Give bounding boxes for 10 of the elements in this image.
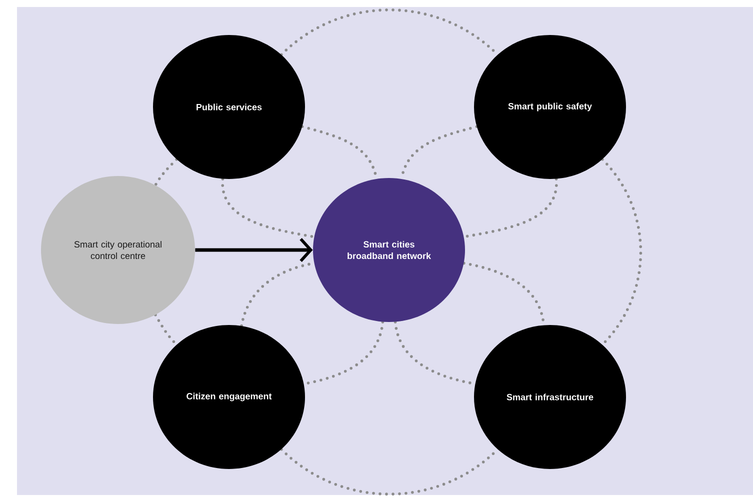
circle-node: Smart infrastructure	[474, 325, 626, 469]
dotted-connector	[601, 158, 642, 346]
arrow	[195, 238, 313, 262]
dotted-connector	[221, 178, 316, 238]
dotted-connector	[154, 158, 178, 187]
dotted-connector	[154, 313, 178, 346]
circle-node: Smart city operational control centre	[41, 176, 195, 324]
circle-node: Citizen engagement	[153, 325, 305, 469]
circle-node: Public services	[153, 35, 305, 179]
circle-node: Smart public safety	[474, 35, 626, 179]
